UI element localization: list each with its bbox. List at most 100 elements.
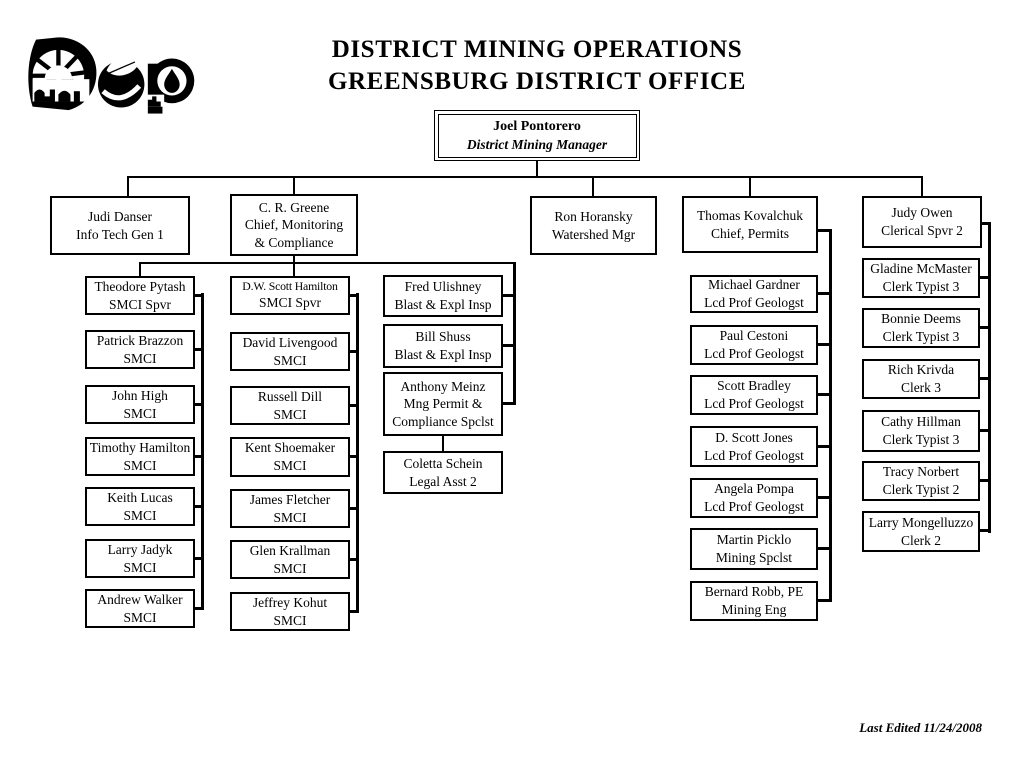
- org-box-paul-cestoni: Paul Cestoni Lcd Prof Geologst: [690, 325, 818, 365]
- person-title: District Mining Manager: [466, 136, 608, 152]
- person-name: Bernard Robb, PE: [704, 584, 804, 600]
- person-name: Scott Bradley: [717, 378, 791, 394]
- connector-line: [195, 294, 204, 297]
- connector-line: [442, 436, 444, 451]
- org-box-inner-border: Joel Pontorero District Mining Manager: [437, 113, 637, 158]
- person-title: Lcd Prof Geologst: [704, 447, 804, 463]
- person-title: Clerk 2: [900, 532, 942, 548]
- connector-line: [980, 377, 989, 380]
- org-box-cathy-hillman: Cathy Hillman Clerk Typist 3: [862, 410, 980, 452]
- connector-line: [293, 254, 295, 276]
- org-box-michael-gardner: Michael Gardner Lcd Prof Geologst: [690, 275, 818, 313]
- org-box-larry-mongelluzzo: Larry Mongelluzzo Clerk 2: [862, 511, 980, 552]
- person-title: SMCI: [273, 352, 307, 368]
- connector-line: [980, 479, 989, 482]
- person-name: David Livengood: [242, 334, 338, 350]
- connector-line: [536, 160, 538, 177]
- person-title: SMCI: [273, 509, 307, 525]
- last-edited-note: Last Edited 11/24/2008: [859, 720, 982, 735]
- org-box-thomas-kovalchuk: Thomas Kovalchuk Chief, Permits: [682, 196, 818, 253]
- connector-line: [503, 344, 513, 347]
- connector-line: [195, 557, 204, 560]
- person-name: Martin Picklo: [716, 532, 792, 548]
- connector-line: [195, 607, 204, 610]
- dep-logo: [28, 37, 195, 114]
- person-name: Larry Jadyk: [107, 541, 173, 557]
- connector-line: [139, 262, 516, 264]
- connector-line: [127, 176, 923, 178]
- org-box-angela-pompa: Angela Pompa Lcd Prof Geologst: [690, 478, 818, 518]
- org-box-theodore-pytash: Theodore Pytash SMCI Spvr: [85, 276, 195, 315]
- title-line-2: GREENSBURG DISTRICT OFFICE: [327, 67, 746, 95]
- connector-line: [139, 262, 141, 276]
- org-box-judy-owen: Judy Owen Clerical Spvr 2: [862, 196, 982, 248]
- person-title: SMCI Spvr: [109, 296, 171, 312]
- org-box-judi-danser: Judi Danser Info Tech Gen 1: [50, 196, 190, 255]
- connector-line: [980, 276, 989, 279]
- connector-line: [195, 348, 204, 351]
- person-name: D.W. Scott Hamilton: [242, 279, 338, 294]
- person-title: Clerical Spvr 2: [881, 223, 963, 238]
- person-title: Clerk 3: [900, 380, 942, 395]
- person-title: SMCI: [123, 507, 157, 523]
- person-title: Lcd Prof Geologst: [704, 499, 804, 514]
- person-title: Lcd Prof Geologst: [704, 396, 804, 411]
- connector-line: [818, 547, 829, 550]
- connector-line: [195, 403, 204, 406]
- person-title: Mng Permit & Compliance Spclst: [392, 396, 494, 429]
- person-title: SMCI: [273, 560, 307, 576]
- org-box-anthony-meinz: Anthony Meinz Mng Permit & Compliance Sp…: [383, 372, 503, 436]
- person-name: Angela Pompa: [714, 481, 794, 497]
- org-box-andrew-walker: Andrew Walker SMCI: [85, 589, 195, 628]
- person-name: Judi Danser: [87, 208, 153, 224]
- org-box-kent-shoemaker: Kent Shoemaker SMCI: [230, 437, 350, 477]
- org-box-bernard-robb: Bernard Robb, PE Mining Eng: [690, 581, 818, 621]
- person-name: John High: [112, 387, 168, 403]
- connector-line: [350, 455, 359, 458]
- person-title: Mining Spclst: [715, 550, 793, 565]
- org-box-timothy-hamilton: Timothy Hamilton SMCI: [85, 437, 195, 476]
- org-box-keith-lucas: Keith Lucas SMCI: [85, 487, 195, 526]
- person-title: SMCI: [273, 406, 307, 422]
- person-name: Bill Shuss: [415, 329, 471, 345]
- person-name: Bonnie Deems: [881, 311, 961, 327]
- connector-line: [818, 496, 829, 499]
- person-title: Clerk Typist 3: [882, 329, 960, 344]
- org-box-russell-dill: Russell Dill SMCI: [230, 386, 350, 425]
- connector-line: [980, 326, 989, 329]
- org-box-jeffrey-kohut: Jeffrey Kohut SMCI: [230, 592, 350, 631]
- connector-line: [127, 176, 129, 196]
- person-name: Larry Mongelluzzo: [868, 514, 974, 530]
- connector-line: [293, 176, 295, 194]
- connector-line: [350, 507, 359, 510]
- org-box-david-livengood: David Livengood SMCI: [230, 332, 350, 371]
- connector-line: [201, 293, 204, 610]
- person-title: Blast & Expl Insp: [394, 297, 492, 312]
- person-title: SMCI: [273, 612, 307, 628]
- person-title: Clerk Typist 3: [882, 432, 960, 447]
- person-name: Glen Krallman: [249, 542, 331, 558]
- org-box-cr-greene: C. R. Greene Chief, Monitoring & Complia…: [230, 194, 358, 256]
- org-box-bill-shuss: Bill Shuss Blast & Expl Insp: [383, 324, 503, 368]
- person-name: Theodore Pytash: [94, 278, 186, 294]
- org-box-ron-horansky: Ron Horansky Watershed Mgr: [530, 196, 657, 255]
- connector-line: [592, 176, 594, 196]
- person-title: SMCI: [123, 457, 157, 473]
- connector-line: [350, 350, 359, 353]
- org-box-bonnie-deems: Bonnie Deems Clerk Typist 3: [862, 308, 980, 348]
- title-line-1: DISTRICT MINING OPERATIONS: [331, 36, 743, 63]
- connector-line: [818, 229, 832, 232]
- person-name: Thomas Kovalchuk: [696, 207, 804, 223]
- connector-line: [350, 610, 359, 613]
- person-name: D. Scott Jones: [715, 429, 793, 445]
- org-box-scott-bradley: Scott Bradley Lcd Prof Geologst: [690, 375, 818, 415]
- person-title: Lcd Prof Geologst: [704, 346, 804, 361]
- person-name: Patrick Brazzon: [96, 332, 184, 348]
- person-name: Judy Owen: [891, 205, 953, 221]
- person-name: Paul Cestoni: [719, 328, 789, 344]
- person-title: Info Tech Gen 1: [76, 226, 164, 242]
- org-box-patrick-brazzon: Patrick Brazzon SMCI: [85, 330, 195, 369]
- org-box-fred-ulishney: Fred Ulishney Blast & Expl Insp: [383, 275, 503, 317]
- person-name: Russell Dill: [257, 388, 323, 404]
